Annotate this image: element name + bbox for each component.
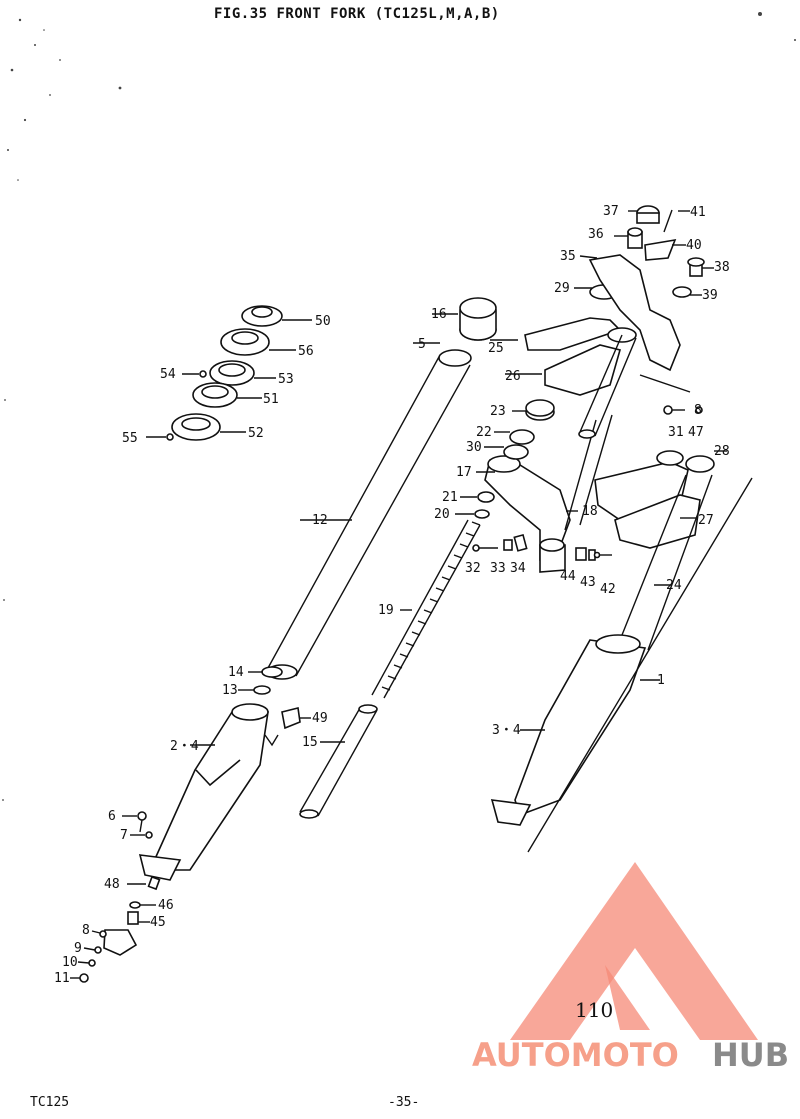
stem-bearings [484,399,555,460]
seal-stack [146,305,312,441]
label-53: 53 [278,372,294,387]
upper-bracket [490,254,691,439]
label-40: 40 [686,238,702,253]
label-30: 30 [466,440,482,455]
label-55: 55 [122,431,138,446]
spring-seat-parts [455,491,495,519]
steering-stem [476,414,613,573]
label-20: 20 [434,507,450,522]
label-47: 47 [688,425,704,440]
label-17: 17 [456,465,472,480]
label-28: 28 [714,444,730,459]
footer-page-number: -35- [388,1095,419,1110]
label-23: 23 [490,404,506,419]
stem-small-parts [663,405,703,415]
fork-spring [371,519,481,699]
label-10: 10 [62,955,78,970]
label-38: 38 [714,260,730,275]
label-50: 50 [315,314,331,329]
lower-bracket [594,450,727,549]
label-14: 14 [228,665,244,680]
label-6: 6 [108,809,116,824]
label-46: 46 [158,898,174,913]
label-12: 12 [312,513,328,528]
stem-bolts-right [575,547,612,561]
left-outer-tube [138,703,269,881]
watermark-text-automoto: AUTOMOTO [472,1036,679,1074]
label-13: 13 [222,683,238,698]
label-51: 51 [263,392,279,407]
label-31: 31 [668,425,684,440]
label-22: 22 [476,425,492,440]
label-41: 41 [690,205,706,220]
label-32: 32 [465,561,481,576]
label-8-right: 8 [694,403,702,418]
label-37: 37 [603,204,619,219]
label-24: 24 [666,578,682,593]
label-5: 5 [418,337,426,352]
label-29: 29 [554,281,570,296]
scan-noise [2,12,796,801]
label-54: 54 [160,367,176,382]
label-56: 56 [298,344,314,359]
label-26: 26 [505,369,521,384]
label-42: 42 [600,582,616,597]
label-27: 27 [698,513,714,528]
part-labels: 1 2・4 3・4 5 6 7 8 9 10 11 12 13 14 15 16… [54,204,730,986]
label-36: 36 [588,227,604,242]
watermark-text-hub: HUB [712,1036,789,1074]
label-15: 15 [302,735,318,750]
label-16: 16 [431,307,447,322]
spacer-tube [299,704,378,819]
label-2-4: 2・4 [170,739,199,754]
label-3-4: 3・4 [492,723,521,738]
label-8: 8 [82,923,90,938]
label-9: 9 [74,941,82,956]
label-18: 18 [582,504,598,519]
label-19: 19 [378,603,394,618]
label-33: 33 [490,561,506,576]
footer-model: TC125 [30,1095,69,1110]
label-34: 34 [510,561,526,576]
left-drain-parts [122,811,153,839]
stem-bolts-left [472,533,528,552]
label-7: 7 [120,828,128,843]
left-inner-tube [266,297,497,680]
label-25: 25 [488,341,504,356]
label-52: 52 [248,426,264,441]
figure-title: FIG.35 FRONT FORK (TC125L,M,A,B) [214,6,500,22]
label-1: 1 [657,673,665,688]
label-35: 35 [560,249,576,264]
label-48: 48 [104,877,120,892]
handwritten-page-number: 110 [575,998,613,1022]
label-43: 43 [580,575,596,590]
left-tube-rings [238,666,283,695]
label-11: 11 [54,971,70,986]
label-44: 44 [560,569,576,584]
label-21: 21 [442,490,458,505]
right-fork [490,474,753,853]
label-39: 39 [702,288,718,303]
axle-holder-parts [70,875,161,983]
label-45: 45 [150,915,166,930]
automotohub-watermark: 110 AUTOMOTO HUB [472,862,789,1074]
fork-damper-ring [264,707,311,747]
handlebar-clamp-parts [614,205,714,298]
label-49: 49 [312,711,328,726]
